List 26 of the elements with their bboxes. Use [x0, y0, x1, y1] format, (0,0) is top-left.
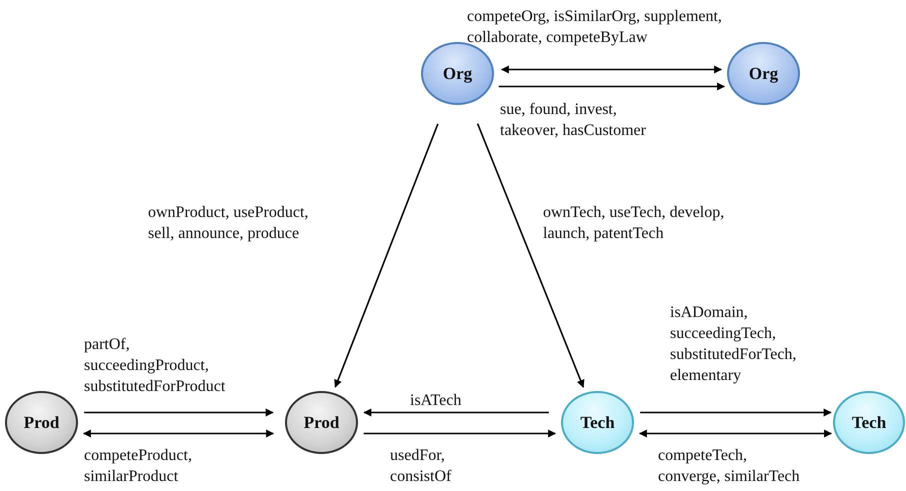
edge-label: ownTech, useTech, develop, launch, patentTech — [543, 203, 726, 244]
edge-label: usedFor, consistOf — [390, 446, 452, 487]
arrow — [640, 408, 832, 416]
node-label: Org — [748, 64, 778, 84]
arrow — [363, 408, 549, 416]
edge-label: competeTech, converge, similarTech — [658, 446, 801, 487]
arrow — [364, 430, 556, 438]
arrow — [82, 430, 274, 438]
node-label: Tech — [580, 412, 615, 432]
arrow — [476, 123, 584, 388]
edge-label: isATech — [410, 391, 462, 411]
arrow — [498, 82, 726, 90]
arrow — [500, 66, 722, 74]
arrow — [334, 124, 439, 388]
arrow — [638, 430, 832, 438]
node-label: Prod — [304, 412, 340, 432]
node-label: Tech — [852, 412, 886, 432]
edge-label: sue, found, invest, takeover, hasCustomer — [500, 100, 647, 141]
edge-label: ownProduct, useProduct, sell, announce, produce — [148, 203, 310, 244]
edge-label: competeProduct, similarProduct — [84, 446, 193, 487]
edge-label: partOf, succeedingProduct, substitutedForProduct — [84, 335, 226, 397]
edge-label: competeOrg, isSimilarOrg, supplement, collaborate, competeByLaw — [467, 7, 723, 48]
arrow — [84, 408, 274, 416]
edge-label: isADomain, succeedingTech, substitutedForTech, elementary — [670, 303, 798, 386]
node-label: Org — [442, 64, 472, 84]
node-label: Prod — [24, 412, 60, 432]
